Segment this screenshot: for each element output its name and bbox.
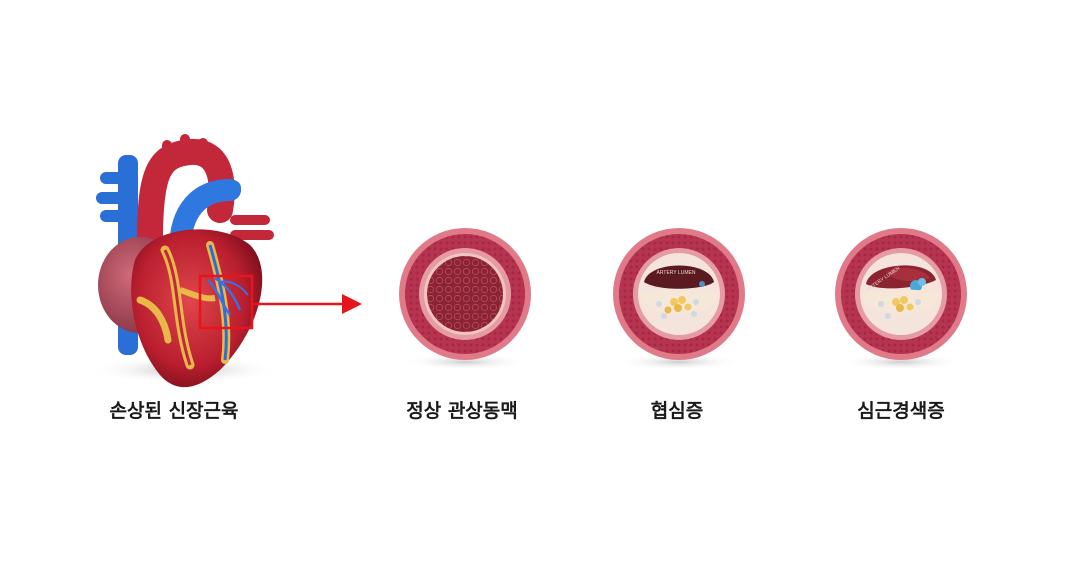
- vessel-angina: ARTERY LUMEN: [604, 222, 754, 372]
- heart-label: 손상된 신장근육: [109, 400, 239, 422]
- angina-label: 협심증: [650, 400, 704, 422]
- normal-artery-label: 정상 관상동맥: [406, 400, 518, 422]
- damaged-area-box: [198, 274, 254, 330]
- angina-lumen-label: ARTERY LUMEN: [657, 270, 696, 276]
- heart-illustration: [80, 130, 370, 390]
- infarction-label: 심근경색증: [857, 400, 945, 422]
- vessel-normal: [390, 222, 540, 372]
- vessel-infarction: ARTERY LUMEN: [826, 222, 976, 372]
- arrow-icon: [342, 294, 362, 314]
